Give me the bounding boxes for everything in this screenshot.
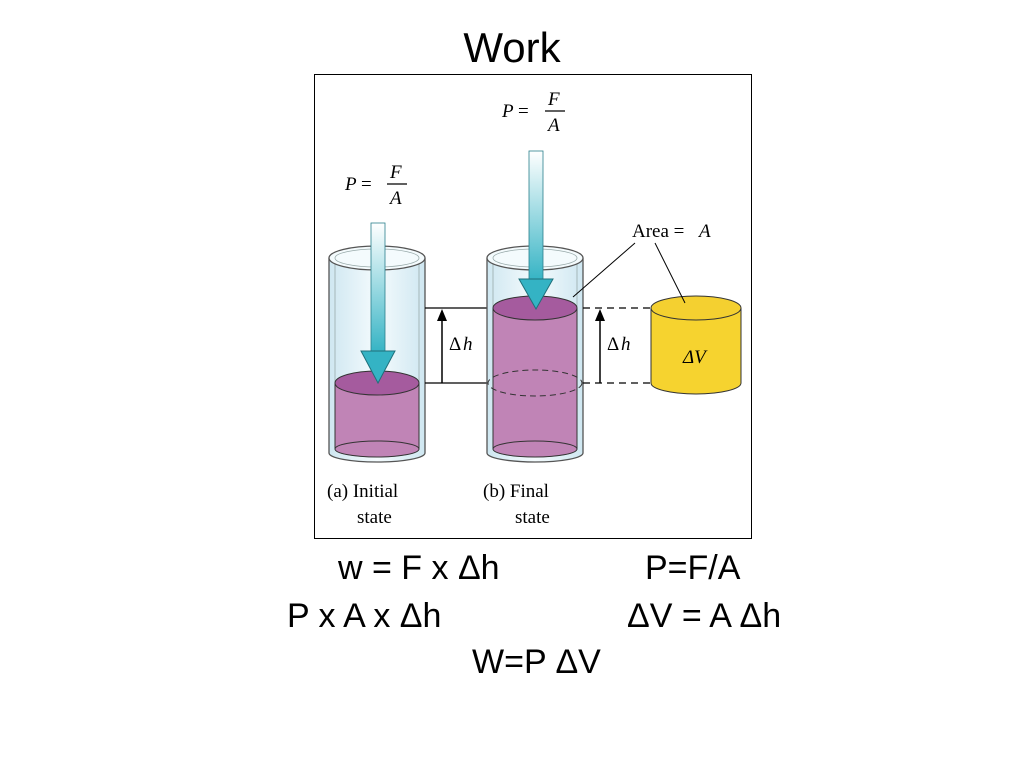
svg-text:P: P	[344, 174, 357, 195]
svg-text:(a) Initial: (a) Initial	[327, 481, 398, 502]
pressure-arrow-initial	[360, 222, 396, 385]
svg-text:ΔV: ΔV	[682, 347, 708, 368]
pressure-formula-final: P = F A	[501, 89, 565, 136]
area-label: Area = A	[572, 221, 711, 304]
caption-initial: (a) Initial state	[327, 481, 398, 528]
delta-v-block: ΔV	[650, 295, 742, 395]
delta-h-bracket-initial: Δ h	[425, 307, 489, 384]
equation-result: W=P ΔV	[472, 643, 601, 681]
svg-text:Δ: Δ	[607, 334, 619, 355]
svg-text:A: A	[546, 115, 560, 136]
equation-substituted: P x A x Δh	[287, 597, 442, 635]
svg-text:Area =: Area =	[632, 221, 684, 242]
svg-text:F: F	[389, 162, 402, 183]
equation-volume-definition: ΔV = A Δh	[627, 597, 782, 635]
slide-title: Work	[463, 24, 561, 71]
svg-text:state: state	[515, 507, 550, 528]
pressure-arrow-final	[518, 150, 554, 311]
svg-text:h: h	[463, 334, 473, 355]
piston-work-diagram: P = F A Δ h	[314, 74, 752, 539]
svg-text:P: P	[501, 101, 514, 122]
delta-h-bracket-final: Δ h	[583, 307, 651, 384]
equation-pressure-definition: P=F/A	[645, 549, 741, 587]
svg-text:A: A	[388, 188, 402, 209]
svg-text:=: =	[361, 174, 372, 195]
svg-text:=: =	[518, 101, 529, 122]
caption-final: (b) Final state	[483, 481, 550, 528]
diagram-canvas: P = F A Δ h	[327, 89, 742, 528]
svg-text:Δ: Δ	[449, 334, 461, 355]
pressure-formula-initial: P = F A	[344, 162, 407, 209]
svg-text:h: h	[621, 334, 631, 355]
equation-work-definition: w = F x Δh	[338, 549, 500, 587]
svg-text:state: state	[357, 507, 392, 528]
svg-text:F: F	[547, 89, 560, 110]
cylinder-final	[486, 245, 584, 463]
svg-text:(b) Final: (b) Final	[483, 481, 549, 502]
liquid-final	[493, 308, 577, 449]
svg-text:A: A	[697, 221, 711, 242]
